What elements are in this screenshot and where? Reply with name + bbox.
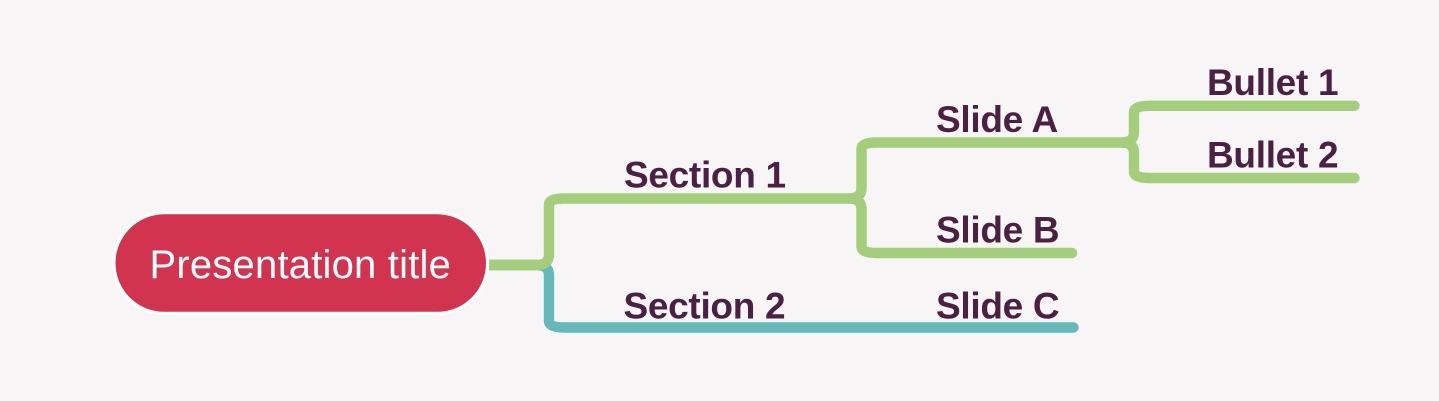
svg-text:Slide C: Slide C [936, 285, 1059, 326]
svg-text:Bullet 1: Bullet 1 [1207, 62, 1338, 103]
svg-text:Section 1: Section 1 [624, 155, 786, 196]
svg-text:Slide B: Slide B [936, 210, 1059, 251]
svg-text:Slide A: Slide A [936, 99, 1058, 140]
svg-text:Bullet 2: Bullet 2 [1207, 134, 1338, 175]
svg-text:Presentation title: Presentation title [150, 243, 452, 287]
svg-text:Section 2: Section 2 [624, 285, 786, 326]
